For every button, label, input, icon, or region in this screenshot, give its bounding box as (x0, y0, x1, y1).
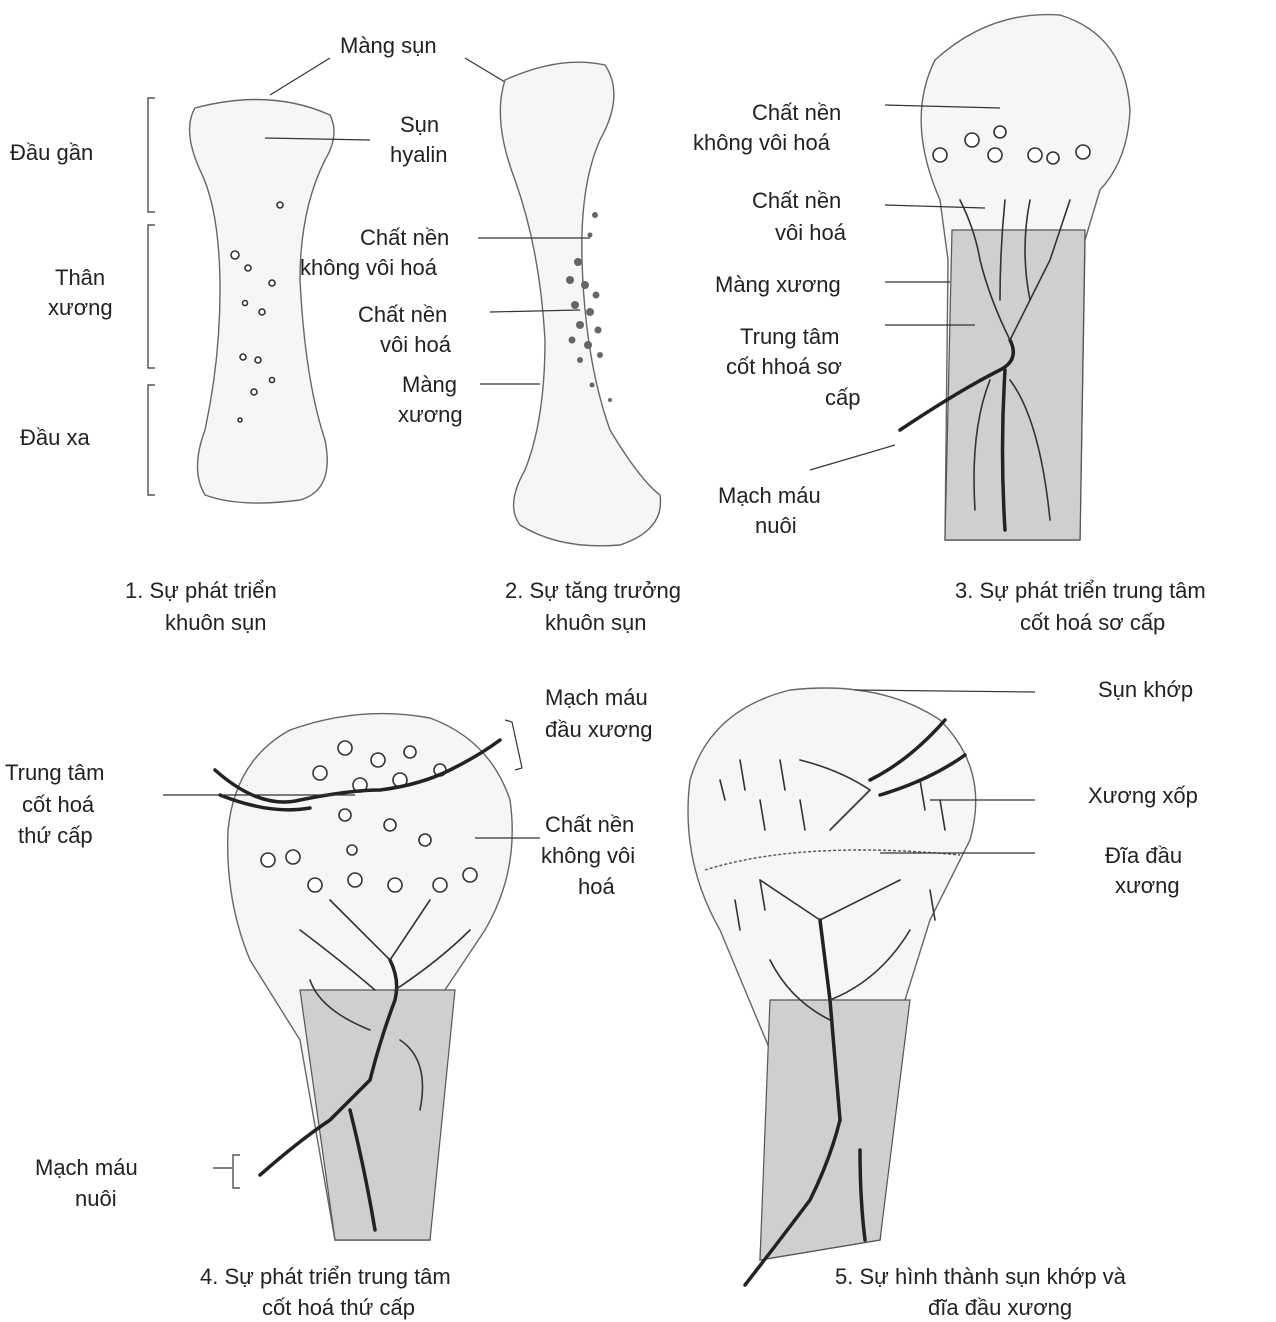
panel-3-shaft (945, 230, 1085, 540)
label-p3-kvh-1: Chất nền (752, 100, 841, 125)
label-than-2: xương (48, 295, 113, 320)
label-sun-1: Sụn (400, 112, 439, 137)
label-dau-gan: Đầu gần (10, 140, 93, 165)
label-p5-dia-dau-2: xương (1115, 873, 1180, 898)
label-p2-vh-2: vôi hoá (380, 332, 452, 357)
label-p3-trung-tam-3: cấp (825, 385, 860, 410)
label-p3-mang-xuong: Màng xương (715, 272, 841, 297)
leader-p3-mach-mau (810, 445, 895, 470)
label-p3-vh-1: Chất nền (752, 188, 841, 213)
label-p5-xuong-xop: Xương xốp (1088, 783, 1198, 808)
panel-2-cartilage-growth: Chất nền không vôi hoá Chất nền vôi hoá … (300, 62, 681, 635)
label-mang-sun: Màng sụn (340, 33, 437, 58)
leader-mang-sun-1 (270, 58, 330, 95)
label-p2-kvh-1: Chất nền (360, 225, 449, 250)
caption-4-line-2: cốt hoá thứ cấp (262, 1295, 415, 1320)
bracket-p4-mach-mau-dau (505, 720, 522, 770)
label-p4-mmn-1: Mạch máu (35, 1155, 138, 1180)
panel-2-bone-outline (500, 62, 660, 546)
label-p4-tt-3: thứ cấp (18, 823, 93, 848)
panel-4-shaft (300, 990, 455, 1240)
label-p3-mach-mau-2: nuôi (755, 513, 797, 538)
label-p5-sun-khop: Sụn khớp (1098, 677, 1193, 702)
label-p4-cn-3: hoá (578, 874, 615, 899)
label-p2-vh-1: Chất nền (358, 302, 447, 327)
caption-3-line-2: cốt hoá sơ cấp (1020, 610, 1165, 635)
caption-3-line-1: 3. Sự phát triển trung tâm (955, 578, 1206, 603)
caption-2-line-1: 2. Sự tăng trưởng (505, 578, 681, 603)
label-p4-tt-2: cốt hoá (22, 792, 95, 817)
label-p4-mmd-1: Mạch máu (545, 685, 648, 710)
bracket-than-xuong (148, 225, 155, 368)
label-than-1: Thân (55, 265, 105, 290)
label-p3-mach-mau-1: Mạch máu (718, 483, 821, 508)
panel-4-secondary-ossification: Mạch máu đầu xương Trung tâm cốt hoá thứ… (5, 685, 652, 1320)
label-sun-2: hyalin (390, 142, 447, 167)
label-p4-cn-1: Chất nền (545, 812, 634, 837)
panel-5-articular-cartilage: Sụn khớp Xương xốp Đĩa đầu xương 5. Sự h… (688, 677, 1198, 1320)
label-p4-mmd-2: đầu xương (545, 717, 652, 742)
leader-mang-sun-2 (465, 58, 510, 85)
caption-5-line-2: đĩa đầu xương (928, 1295, 1072, 1320)
panel-3-primary-ossification: Chất nền không vôi hoá Chất nền vôi hoá … (693, 15, 1206, 635)
label-p4-tt-1: Trung tâm (5, 760, 104, 785)
caption-5-line-1: 5. Sự hình thành sụn khớp và (835, 1264, 1127, 1289)
label-p2-kvh-2: không vôi hoá (300, 255, 438, 280)
label-dau-xa: Đầu xa (20, 425, 90, 450)
label-p3-vh-2: vôi hoá (775, 220, 847, 245)
label-p2-mang-1: Màng (402, 372, 457, 397)
caption-2-line-2: khuôn sụn (545, 610, 647, 635)
label-p4-mmn-2: nuôi (75, 1186, 117, 1211)
label-p4-cn-2: không vôi (541, 843, 635, 868)
leader-p5-sun-khop (855, 690, 1035, 692)
label-p3-trung-tam-2: cốt hhoá sơ (726, 354, 842, 379)
label-p3-trung-tam-1: Trung tâm (740, 324, 839, 349)
caption-1-line-2: khuôn sụn (165, 610, 267, 635)
panel-1-bone-outline (190, 99, 334, 503)
label-p2-mang-2: xương (398, 402, 463, 427)
label-p5-dia-dau-1: Đĩa đầu (1105, 843, 1182, 868)
bracket-dau-gan (148, 98, 155, 212)
caption-4-line-1: 4. Sự phát triển trung tâm (200, 1264, 451, 1289)
bracket-dau-xa (148, 385, 155, 495)
caption-1-line-1: 1. Sự phát triển (125, 578, 277, 603)
label-p3-kvh-2: không vôi hoá (693, 130, 831, 155)
bracket-p4-mach-mau-nuoi (213, 1155, 240, 1188)
